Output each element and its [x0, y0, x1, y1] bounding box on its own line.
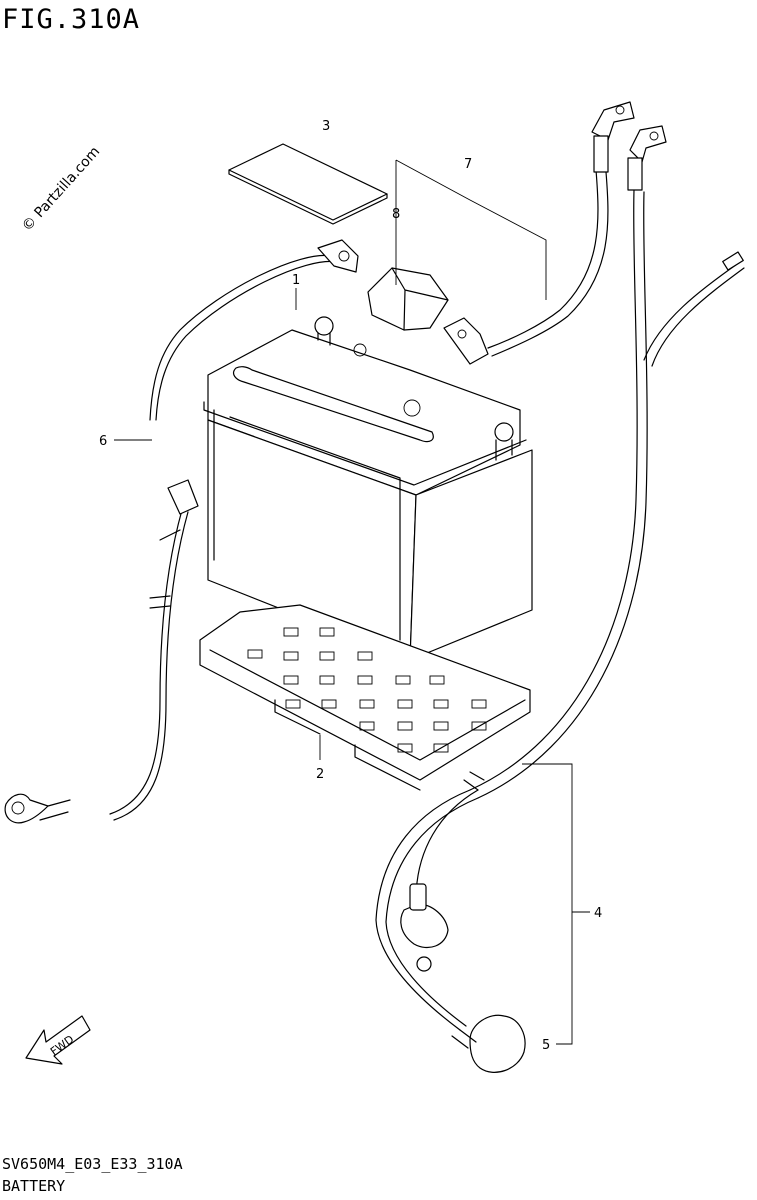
callout-8[interactable]: 8 — [392, 207, 400, 222]
part-7-positive-lead[interactable] — [443, 101, 635, 365]
part-3-pad[interactable] — [228, 143, 388, 225]
part-8-terminal-cover[interactable] — [367, 267, 449, 331]
callout-7[interactable]: 7 — [464, 157, 472, 172]
callout-5[interactable]: 5 — [542, 1038, 550, 1053]
diagram-code: SV650M4_E03_E33_310A — [2, 1155, 183, 1173]
callout-2[interactable]: 2 — [316, 767, 324, 782]
part-5-terminal-cap[interactable] — [451, 1014, 526, 1073]
partzilla-watermark: © Partzilla.com — [19, 144, 103, 235]
part-6-negative-cable[interactable] — [4, 239, 359, 824]
part-4-starter-cable[interactable] — [375, 125, 745, 1031]
callout-1[interactable]: 1 — [292, 273, 300, 288]
callout-6[interactable]: 6 — [99, 434, 107, 449]
part-1-battery[interactable] — [203, 316, 533, 661]
diagram-caption: BATTERY — [2, 1177, 66, 1195]
part-2-tray[interactable] — [199, 604, 531, 791]
callout-4[interactable]: 4 — [594, 906, 602, 921]
leader-lines — [114, 159, 590, 1045]
fwd-arrow-icon: FWD — [25, 1015, 91, 1065]
figure-title: FIG.310A — [2, 4, 141, 35]
callout-3[interactable]: 3 — [322, 119, 330, 134]
